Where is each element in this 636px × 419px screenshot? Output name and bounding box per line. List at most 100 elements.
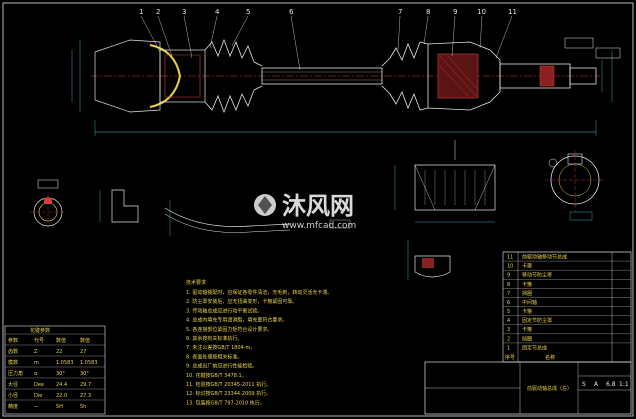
spline-table-cell: 齿数 <box>8 348 18 355</box>
parts-list: 11 前驱动轴移动节总成 10 卡箍 9 移动节防尘罩 8 卡箍 7 挡圈 6 中间轴 5 卡箍 4 固定节防… <box>502 251 632 363</box>
spline-table-title: 花键参数 <box>30 327 50 334</box>
parts-row-name: 中间轴 <box>522 299 537 306</box>
spline-table-cell: — <box>34 404 39 410</box>
parts-row-name: 卡箍 <box>522 281 532 288</box>
callout-numbers: 1 2 3 4 5 6 7 8 9 10 11 <box>139 8 517 16</box>
callout-2: 2 <box>156 8 160 16</box>
tech-req-line: 10. 花键按GB/T 3478.1。 <box>186 372 247 379</box>
title-block-cell-1: S <box>582 381 586 388</box>
parts-row-index: 9 <box>507 273 510 279</box>
parts-row-name: 卡箍 <box>522 263 532 270</box>
tech-req-line: 7. 未注公差按GB/T 1804-m。 <box>186 344 255 351</box>
title-block-cell-4: 1:1 <box>619 381 629 388</box>
tech-req-line: 3. 传动轴总成应进行动平衡试验。 <box>186 307 262 314</box>
watermark-brand: 沐风网 <box>282 192 354 220</box>
tech-req-line: 8. 表面处理按相关标准。 <box>186 353 242 360</box>
parts-row-index: 1 <box>507 345 510 351</box>
parts-row-name: 前驱动轴移动节总成 <box>522 254 567 261</box>
parts-header-index: 序号 <box>505 354 515 361</box>
title-block-cell-3: 6.8 <box>606 381 616 388</box>
tech-req-line: 6. 其余按有关标准执行。 <box>186 335 242 342</box>
tech-req-line: 5. 各连接部位紧固力矩符合设计要求。 <box>186 326 272 333</box>
tech-req-line: 12. 标识按GB/T 23344-2009 执行。 <box>186 390 271 397</box>
callout-3: 3 <box>182 8 186 16</box>
spline-table-cell: 30° <box>56 371 65 377</box>
spline-table-cell: 30° <box>80 371 89 377</box>
detail-groove <box>99 189 139 223</box>
parts-row-name: 挡圈 <box>522 290 532 297</box>
spline-table-cell: 大径 <box>8 381 18 388</box>
parts-row-name: 固定节防尘罩 <box>522 317 552 324</box>
parts-row-index: 11 <box>507 255 513 261</box>
title-block-cell-2: A <box>594 381 599 388</box>
callout-6: 6 <box>289 8 294 16</box>
spline-table-cell: α <box>34 371 38 377</box>
parts-row-index: 2 <box>507 336 510 342</box>
callout-4: 4 <box>215 8 220 16</box>
detail-small-section <box>407 240 451 280</box>
parts-row-index: 10 <box>507 264 513 270</box>
parts-row-name: 挡圈 <box>522 335 532 342</box>
spline-table-cell: 小径 <box>8 392 18 399</box>
parts-row-index: 5 <box>507 309 510 315</box>
spline-table-cell: 数值 <box>56 337 66 344</box>
spline-table-cell: 模数 <box>8 359 18 366</box>
tech-req-line: 1. 驱动轴装配时，应保证各零件清洁，无毛刺，转动灵活无卡滞。 <box>186 289 332 296</box>
callout-9: 9 <box>453 8 457 16</box>
spline-table-cell: 1.0583 <box>80 360 98 366</box>
spline-table-cell: 代号 <box>34 337 44 344</box>
parts-row-index: 4 <box>507 318 510 324</box>
tech-requirements: 技术要求 1. 驱动轴装配时，应保证各零件清洁，无毛刺，转动灵活无卡滞。 2. 防… <box>186 279 332 406</box>
parts-row-index: 8 <box>507 282 510 288</box>
callout-7: 7 <box>398 8 402 16</box>
detail-spline-section-right <box>545 150 605 221</box>
spline-table-cell: 参数 <box>8 337 18 344</box>
parts-row-name: 卡箍 <box>522 326 532 333</box>
detail-ring-section <box>394 140 496 223</box>
callout-leaders <box>140 15 513 71</box>
parts-row-index: 6 <box>507 300 510 306</box>
spline-table-cell: 29.7 <box>80 382 91 388</box>
parts-row-name: 固定节总成 <box>522 344 547 351</box>
spline-table-cell: 22 <box>56 349 62 355</box>
callout-8: 8 <box>426 8 430 16</box>
detail-boot-profile <box>164 200 351 236</box>
callout-5: 5 <box>246 8 250 16</box>
spline-table-cell: 1.0583 <box>56 360 74 366</box>
spline-table-cell: 压力角 <box>8 370 23 377</box>
tech-req-heading: 技术要求 <box>186 279 206 286</box>
detail-spline-section-left <box>30 179 66 230</box>
spline-table-cell: 27 <box>80 349 86 355</box>
spline-table-cell: 5H <box>56 404 63 410</box>
tech-req-line: 9. 总成出厂前应进行性能检验。 <box>186 363 257 370</box>
spline-table-cell: Dee <box>34 382 44 388</box>
watermark: 沐风网 www.mfcad.com <box>254 192 356 231</box>
parts-row-index: 7 <box>507 291 510 297</box>
shaft-assembly <box>71 37 621 136</box>
spline-table-cell: Die <box>34 393 42 399</box>
title-block-name: 前驱动轴总成（左） <box>527 385 572 392</box>
spline-table-cell: 24.4 <box>56 382 67 388</box>
parts-header-name: 名称 <box>545 354 555 361</box>
title-block: 前驱动轴总成（左） S A 6.8 1:1 <box>424 361 632 415</box>
tech-req-line: 13. 包装按GB/T 797-2010 执行。 <box>186 399 265 406</box>
tech-req-line: 11. 检验按GB/T 20345-2011 执行。 <box>186 381 271 388</box>
callout-11: 11 <box>508 8 517 16</box>
watermark-url: www.mfcad.com <box>282 221 356 231</box>
spline-table-cell: m <box>34 360 39 366</box>
tech-req-line: 2. 防尘罩安装后，应无扭曲变形，卡箍紧固可靠。 <box>186 298 297 305</box>
tech-req-line: 4. 总成内填充专用润滑脂，填充量符合要求。 <box>186 317 287 324</box>
spline-table-cell: Z <box>34 349 38 355</box>
spline-table-cell: 22.0 <box>56 393 67 399</box>
parts-row-name: 卡箍 <box>522 308 532 315</box>
parts-row-name: 移动节防尘罩 <box>522 272 552 279</box>
spline-table-cell: 27.3 <box>80 393 91 399</box>
callout-1: 1 <box>139 8 143 16</box>
callout-10: 10 <box>477 8 486 16</box>
spline-table-cell: 数值 <box>80 337 90 344</box>
parts-row-index: 3 <box>507 327 510 333</box>
spline-table-cell: 5h <box>80 404 86 410</box>
